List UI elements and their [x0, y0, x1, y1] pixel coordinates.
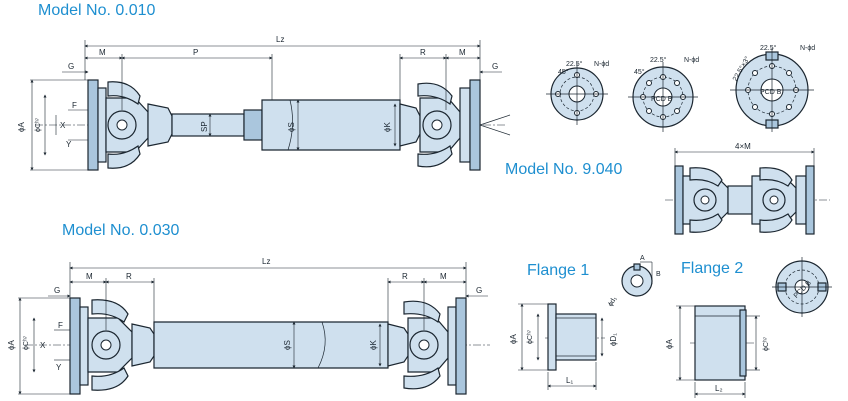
flange1-dim-phid1: ϕd₁ [607, 295, 618, 308]
dim-phic-0010: ϕCʰ⁷ [35, 117, 42, 132]
dim-lz-0030: Lz [262, 257, 270, 266]
angle-45-small: 45° [558, 68, 569, 76]
title-model-9040: Model No. 9.040 [505, 161, 623, 178]
holes-nphid-small: N-ϕd [594, 61, 609, 68]
pcd-b-large: PCD B [760, 89, 782, 96]
model-0010-drawing: Lz M P R M G G ϕA ϕCʰ⁷ F X Y SP ϕS ϕK [17, 35, 511, 171]
dim-y-0030: Y [56, 363, 62, 372]
flange2-dim-phia: ϕA [665, 339, 674, 349]
flange-1-drawing: A B ϕd₁ ϕA ϕCʰ⁷ ϕD₁ L₁ [509, 255, 661, 390]
flange2-dim-phic: ϕCʰ⁷ [763, 336, 770, 351]
dim-r-right-0030: R [402, 272, 408, 281]
flange1-dim-phic: ϕCʰ⁷ [527, 329, 534, 344]
model-0030-drawing: Lz M R R M G G ϕA ϕCʰ⁷ F X Y ϕS ϕK [7, 257, 490, 395]
dim-lz-0010: Lz [276, 35, 284, 44]
model-9040-drawing: 4×M [665, 142, 830, 235]
dim-phia-0030: ϕA [7, 340, 16, 350]
angle-22-medium: 22.5° [650, 56, 667, 64]
dim-y-0010: Y [66, 140, 72, 149]
flange1-dim-b: B [656, 271, 661, 278]
dim-m-right-0030: M [440, 272, 447, 281]
dim-r-left-0030: R [126, 272, 132, 281]
dim-phic-0030: ϕCʰ⁷ [23, 335, 30, 350]
dim-x-0030: X [40, 341, 46, 350]
dim-m-left-0010: M [99, 48, 106, 57]
holes-nphid-large: N-ϕd [800, 45, 815, 52]
dim-phik-0030: ϕK [369, 340, 378, 350]
angle-22-large: 22.5° [760, 44, 777, 52]
flange1-dim-phia: ϕA [509, 334, 518, 344]
flange-2-drawing: PCD B ϕA ϕCʰ⁷ L₂ [665, 257, 832, 398]
dim-r-0010: R [420, 48, 426, 57]
angle-22-small: 22.5° [566, 60, 583, 68]
title-model-0030: Model No. 0.030 [62, 222, 180, 239]
flange1-dim-a: A [640, 255, 645, 262]
dim-p-0010: P [193, 48, 198, 57]
dim-phis-0030: ϕS [283, 340, 292, 350]
dim-g-left-0030: G [54, 286, 60, 295]
dim-f-0030: F [58, 321, 63, 330]
dim-phia-0010: ϕA [17, 122, 26, 132]
title-model-0010: Model No. 0.010 [38, 2, 156, 19]
pcd-b-medium: PCD B [651, 96, 673, 103]
dim-4m-9040: 4×M [735, 142, 751, 151]
dim-phik-0010: ϕK [383, 122, 392, 132]
dim-x-0010: X [60, 121, 66, 130]
dim-m-left-0030: M [86, 272, 93, 281]
title-flange-2: Flange 2 [681, 260, 744, 277]
holes-nphid-medium: N-ϕd [684, 57, 699, 64]
dim-m-right-0010: M [459, 48, 466, 57]
dim-g-right-0030: G [476, 286, 482, 295]
flange2-dim-l2: L₂ [715, 384, 723, 393]
title-flange-1: Flange 1 [527, 262, 590, 279]
dim-g-left-0010: G [68, 62, 74, 71]
flange1-dim-l1: L₁ [566, 376, 573, 385]
dim-g-right-0010: G [492, 62, 498, 71]
angle-45-medium: 45° [634, 68, 645, 76]
dim-f-0010: F [72, 101, 77, 110]
flange1-dim-phid1-big: ϕD₁ [609, 333, 618, 346]
dim-sp-0010: SP [200, 121, 209, 132]
dim-phis-0010: ϕS [287, 122, 296, 132]
flange-face-views: 45° 22.5° N-ϕd 45° 22.5° N-ϕd PCD B 22.5… [546, 44, 815, 132]
